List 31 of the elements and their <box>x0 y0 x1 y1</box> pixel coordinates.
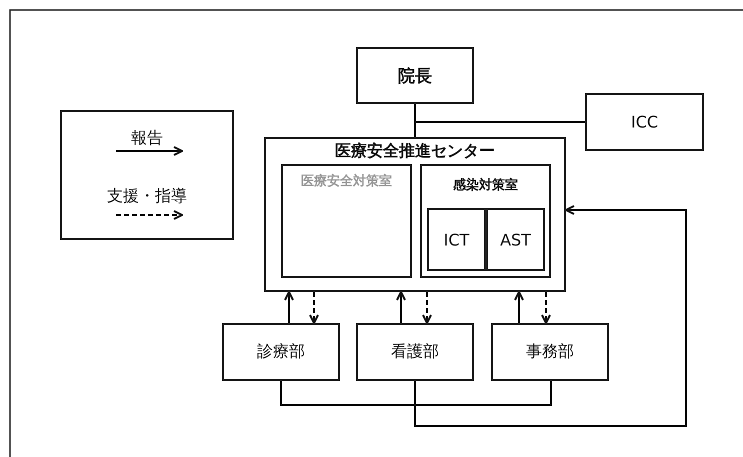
box-heading: 医療安全推進センター <box>334 141 496 162</box>
connector-line <box>280 381 552 406</box>
section-box <box>486 208 545 271</box>
box-heading: 医療安全対策室 <box>300 172 393 190</box>
box-label: 事務部 <box>526 342 574 362</box>
section-box <box>427 208 486 271</box>
legend-label: 報告 <box>131 128 163 149</box>
box-label: AST <box>500 230 531 249</box>
box-label: 看護部 <box>391 342 439 362</box>
department-box <box>222 323 340 381</box>
box-label: ICC <box>630 112 658 132</box>
section-box <box>420 164 551 278</box>
arrow <box>414 205 687 427</box>
arrow <box>396 291 406 323</box>
org-box <box>356 47 474 104</box>
legend-label: 支援・指導 <box>107 186 187 207</box>
center-box <box>264 137 566 292</box>
arrow <box>514 291 524 323</box>
section-box <box>281 164 412 278</box>
department-box <box>491 323 609 381</box>
org-box <box>585 93 704 151</box>
box-label: ICT <box>444 230 470 249</box>
arrow <box>422 292 432 324</box>
arrow <box>541 292 551 324</box>
box-heading: 感染対策室 <box>452 176 519 194</box>
department-box <box>356 323 474 381</box>
arrow <box>309 292 319 324</box>
connector-line <box>414 121 585 137</box>
box-label: 診療部 <box>257 342 305 362</box>
arrow <box>284 291 294 323</box>
box-label: 院長 <box>398 65 432 87</box>
